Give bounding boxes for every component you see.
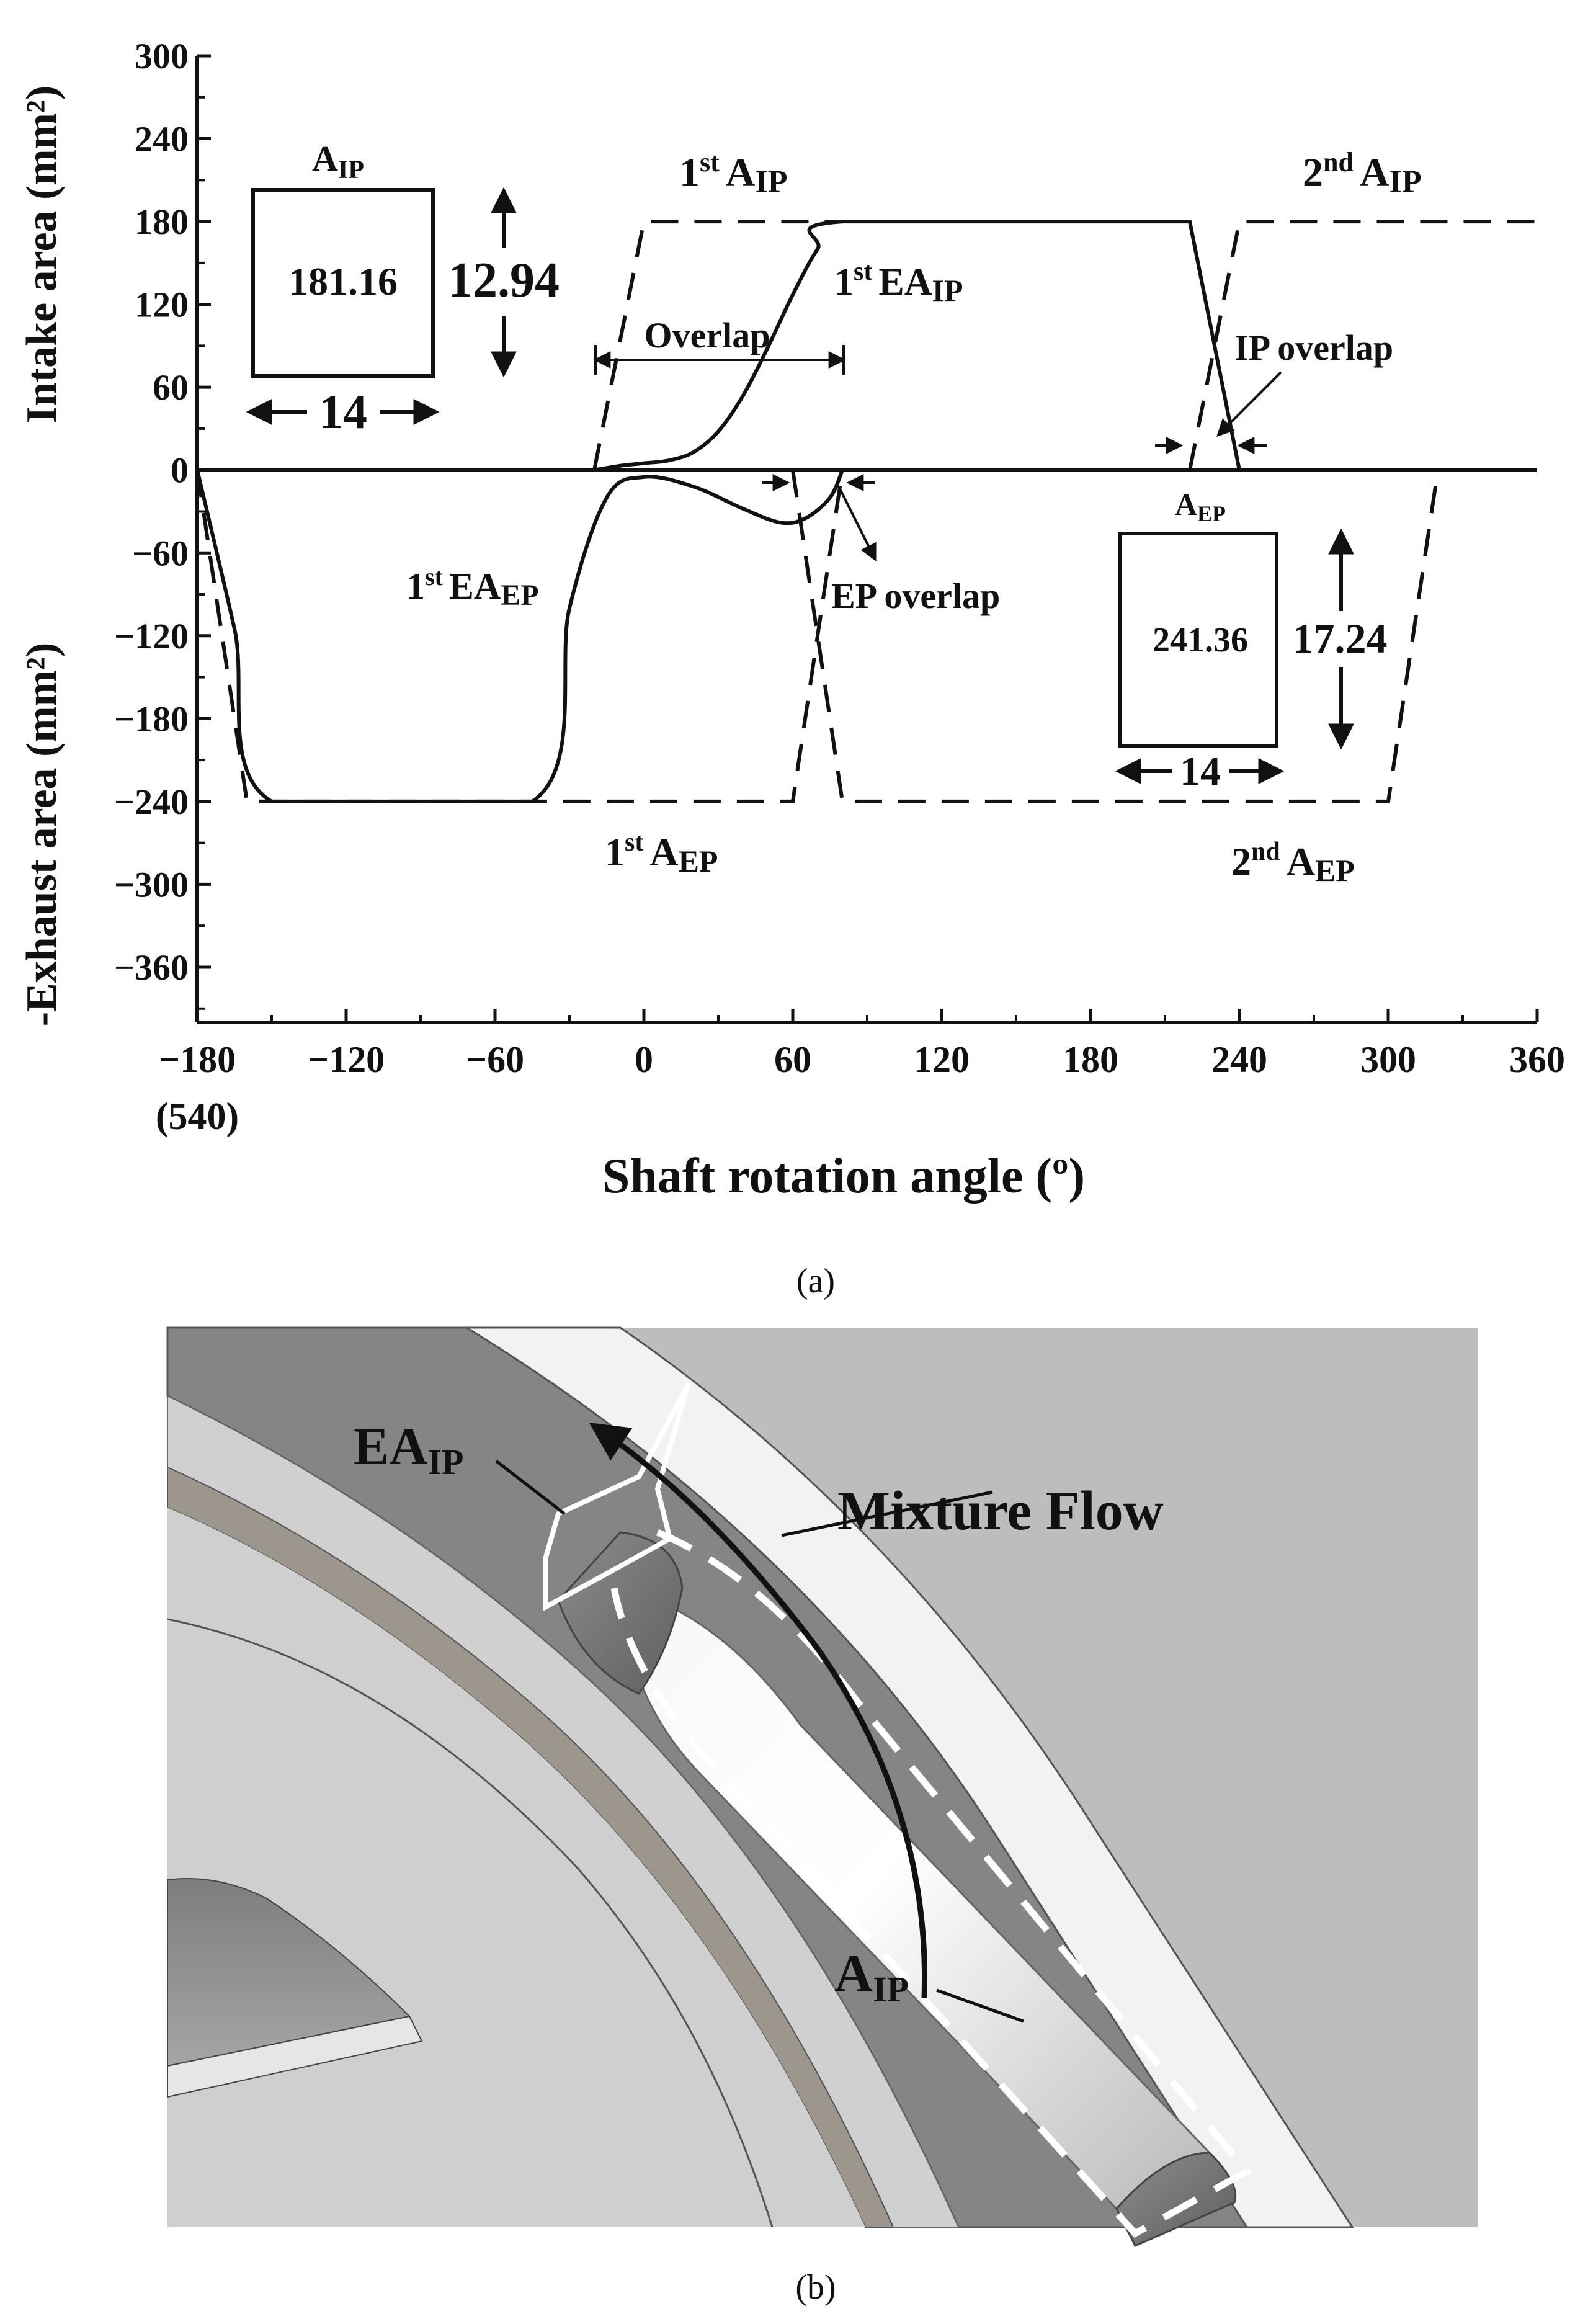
series-2nd-aip	[1188, 220, 1537, 471]
series-2nd-aep	[791, 470, 1440, 803]
x-tick-label: −60	[466, 1039, 524, 1080]
aip-geometry-box: AIP 181.16 12.94 14	[246, 138, 560, 439]
inner-lip	[167, 2015, 423, 2098]
series-1st-eaip	[594, 220, 1537, 472]
panel-a-label: (a)	[796, 1262, 835, 1300]
y-tick-label: −60	[132, 533, 189, 573]
aip-dashed-outline	[610, 1529, 1252, 2238]
label-ep-overlap: EP overlap	[831, 576, 1000, 616]
x-axis-title: Shaft rotation angle (º)	[602, 1149, 1085, 1204]
series-1st-aep	[195, 470, 844, 803]
aep-box-height: 17.24	[1293, 615, 1388, 662]
x-tick-label: 300	[1360, 1039, 1416, 1080]
mixture-flow-arrow	[589, 1423, 927, 1998]
x-tick-label: 180	[1063, 1039, 1118, 1080]
rotor-rendering: EAIP Mixture Flow AIP	[166, 1326, 1478, 2247]
x-tick-extra-label: (540)	[156, 1096, 239, 1138]
inner-arc	[167, 1618, 774, 2228]
y-tick-label: 180	[135, 202, 189, 242]
x-tick-label: 120	[914, 1039, 970, 1080]
y-tick-label: −360	[114, 947, 189, 988]
y-tick-label: −300	[114, 864, 189, 905]
x-tick-label: 60	[774, 1039, 811, 1080]
aip-box-value: 181.16	[288, 259, 398, 303]
aep-box-value: 241.36	[1153, 621, 1248, 659]
y-axis-title-bottom: -Exhaust area (mm²)	[18, 643, 66, 1027]
inner-pocket	[167, 1878, 411, 2067]
label-mixture-flow: Mixture Flow	[837, 1480, 1164, 1542]
y-tick-label: 0	[171, 450, 189, 491]
label-ip-overlap: IP overlap	[1234, 328, 1393, 368]
mixture-flow-leader	[781, 1490, 993, 1537]
aip-box-height: 12.94	[448, 253, 560, 308]
label-aip: AIP	[834, 1944, 909, 2009]
series-1st-eaep	[195, 469, 844, 803]
y-tick-label: 240	[135, 119, 189, 159]
x-tick-label: 0	[635, 1039, 653, 1080]
aep-box-title: AEP	[1175, 487, 1226, 526]
x-tick-label: 360	[1509, 1039, 1565, 1080]
y-tick-label: −180	[114, 699, 189, 739]
aip-box-width: 14	[319, 385, 367, 439]
aep-box-width: 14	[1180, 749, 1221, 794]
tube-exit-cap	[1115, 2152, 1237, 2247]
label-overlap: Overlap	[645, 315, 770, 355]
series-layer	[195, 220, 1537, 803]
eaip-solid-outline	[543, 1382, 691, 1611]
aep-geometry-box: AEP 241.36 17.24 14	[1115, 487, 1388, 794]
x-tick-label: −120	[308, 1039, 385, 1080]
y-tick-label: 300	[135, 36, 189, 76]
x-axis-ticks: −180 −120 −60 0 60 120 180 240 300 360	[159, 1009, 1565, 1080]
y-axis-title-top: Intake area (mm²)	[18, 86, 66, 424]
area-chart: 300 240 180 120 60 0 −60 −120 −180 −240 −300 −360 −…	[18, 36, 1565, 1204]
y-tick-label: 120	[135, 285, 189, 325]
eaip-leader	[495, 1460, 566, 1515]
panel-b-label: (b)	[795, 2268, 836, 2307]
label-eaip: EAIP	[354, 1416, 463, 1482]
y-tick-label: −240	[114, 782, 189, 822]
x-tick-label: −180	[159, 1039, 236, 1080]
aip-box-title: AIP	[312, 138, 364, 184]
y-tick-label: 60	[153, 367, 189, 408]
y-axis-ticks: 300 240 180 120 60 0 −60 −120 −180 −240 −300 −360	[114, 36, 211, 1010]
y-tick-label: −120	[114, 616, 189, 656]
x-tick-label: 240	[1211, 1039, 1267, 1080]
aip-leader	[936, 1988, 1024, 2023]
